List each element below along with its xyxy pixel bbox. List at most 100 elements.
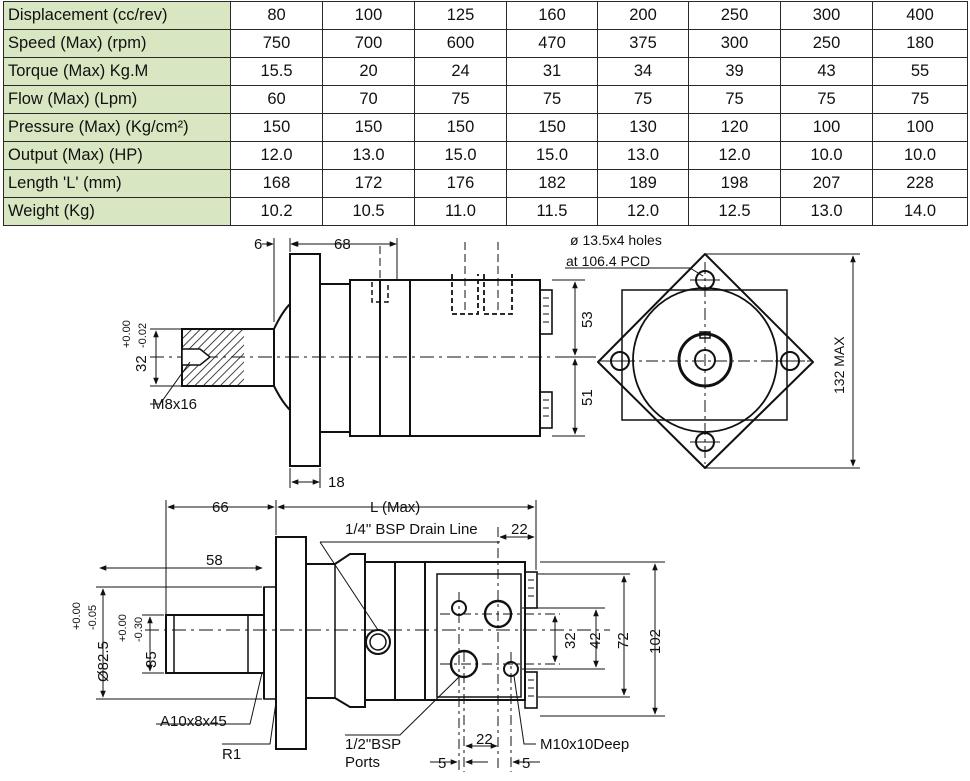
- shaft-tol-upper: +0.00: [117, 614, 129, 642]
- dim-51: 51: [579, 389, 596, 406]
- dim-5-left: 5: [438, 755, 446, 772]
- dim-42: 42: [587, 632, 604, 649]
- bottom-view-pilot: [263, 586, 277, 700]
- row-label: Weight (Kg): [3, 197, 231, 226]
- table-cell: 400: [872, 1, 968, 30]
- dim-L: L (Max): [370, 499, 420, 516]
- table-cell: 24: [414, 57, 507, 86]
- dim-22-bottom: 22: [476, 731, 493, 748]
- table-cell: 13.0: [597, 141, 689, 170]
- table-cell: 176: [414, 169, 507, 198]
- table-cell: 125: [414, 1, 507, 30]
- table-cell: 12.0: [230, 141, 323, 170]
- side-shaft-tol-lower: -0.02: [137, 323, 149, 348]
- dim-58: 58: [206, 552, 223, 569]
- table-cell: 75: [506, 85, 598, 114]
- table-cell: 160: [506, 1, 598, 30]
- bottom-view-housing-2: [394, 561, 426, 701]
- table-cell: 10.5: [322, 197, 415, 226]
- pilot-tol-lower: -0.05: [87, 605, 99, 630]
- table-cell: 180: [872, 29, 968, 58]
- table-cell: 70: [322, 85, 415, 114]
- table-cell: 130: [597, 113, 689, 142]
- side-view-dimensions: [150, 241, 578, 485]
- drain-port-inner: [369, 633, 387, 651]
- holes-label: ø 13.5x4 holes: [570, 232, 662, 248]
- pilot-tol-upper: +0.00: [71, 602, 83, 630]
- table-cell: 300: [780, 1, 873, 30]
- table-cell: 228: [872, 169, 968, 198]
- row-label: Output (Max) (HP): [3, 141, 231, 170]
- end-view-labels: ø 13.5x4 holes at 106.4 PCD 132 MAX: [566, 232, 847, 394]
- table-cell: 200: [597, 1, 689, 30]
- table-cell: 100: [872, 113, 968, 142]
- table-cell: 14.0: [872, 197, 968, 226]
- end-view: [597, 253, 814, 469]
- table-cell: 75: [414, 85, 507, 114]
- table-cell: 39: [688, 57, 781, 86]
- row-label: Length 'L' (mm): [3, 169, 231, 198]
- table-cell: 182: [506, 169, 598, 198]
- dim-5-right: 5: [522, 755, 530, 772]
- end-view-dimensions: [565, 253, 860, 469]
- row-label: Flow (Max) (Lpm): [3, 85, 231, 114]
- bottom-view: [145, 527, 610, 772]
- table-cell: 250: [780, 29, 873, 58]
- table-cell: 375: [597, 29, 689, 58]
- side-view-housing-3: [409, 279, 541, 437]
- side-thread-label: M8x16: [152, 396, 197, 413]
- technical-drawing: 6 68 18 32 +0.00 -0.02 M8x16 53 51: [71, 232, 860, 772]
- table-cell: 10.2: [230, 197, 323, 226]
- table-cell: 120: [688, 113, 781, 142]
- table-cell: 43: [780, 57, 873, 86]
- row-label: Pressure (Max) (Kg/cm²): [3, 113, 231, 142]
- radius-label: R1: [222, 746, 241, 763]
- table-cell: 12.0: [688, 141, 781, 170]
- dim-72: 72: [615, 632, 632, 649]
- table-cell: 189: [597, 169, 689, 198]
- table-cell: 150: [230, 113, 323, 142]
- dim-66: 66: [212, 499, 229, 516]
- table-cell: 75: [597, 85, 689, 114]
- table-cell: 12.0: [597, 197, 689, 226]
- table-cell: 31: [506, 57, 598, 86]
- table-cell: 10.0: [780, 141, 873, 170]
- dim-68: 68: [334, 236, 351, 253]
- pcd-label: at 106.4 PCD: [566, 253, 650, 269]
- ports-label-line2: Ports: [345, 754, 380, 771]
- table-cell: 75: [780, 85, 873, 114]
- side-view-thread-hole: [181, 348, 212, 366]
- row-label: Speed (Max) (rpm): [3, 29, 231, 58]
- table-cell: 150: [414, 113, 507, 142]
- table-cell: 13.0: [322, 141, 415, 170]
- table-cell: 75: [872, 85, 968, 114]
- table-cell: 300: [688, 29, 781, 58]
- table-cell: 11.0: [414, 197, 507, 226]
- dim-18: 18: [328, 474, 345, 491]
- table-cell: 198: [688, 169, 781, 198]
- table-cell: 12.5: [688, 197, 781, 226]
- bottom-view-shaft: [165, 614, 265, 674]
- table-cell: 470: [506, 29, 598, 58]
- table-cell: 13.0: [780, 197, 873, 226]
- side-view-housing-1: [349, 279, 381, 437]
- side-view-flange: [289, 253, 321, 467]
- side-shaft-dia: 32: [133, 355, 150, 372]
- side-view-mount-section: [320, 283, 351, 433]
- dim-102: 102: [647, 629, 664, 654]
- table-cell: 150: [506, 113, 598, 142]
- side-shaft-tol-upper: +0.00: [121, 320, 133, 348]
- pilot-dia-label: Ø82.5: [95, 641, 112, 682]
- table-cell: 207: [780, 169, 873, 198]
- table-cell: 168: [230, 169, 323, 198]
- bottom-view-flange: [275, 536, 307, 750]
- row-label: Torque (Max) Kg.M: [3, 57, 231, 86]
- table-cell: 750: [230, 29, 323, 58]
- side-view-housing-2: [379, 279, 411, 437]
